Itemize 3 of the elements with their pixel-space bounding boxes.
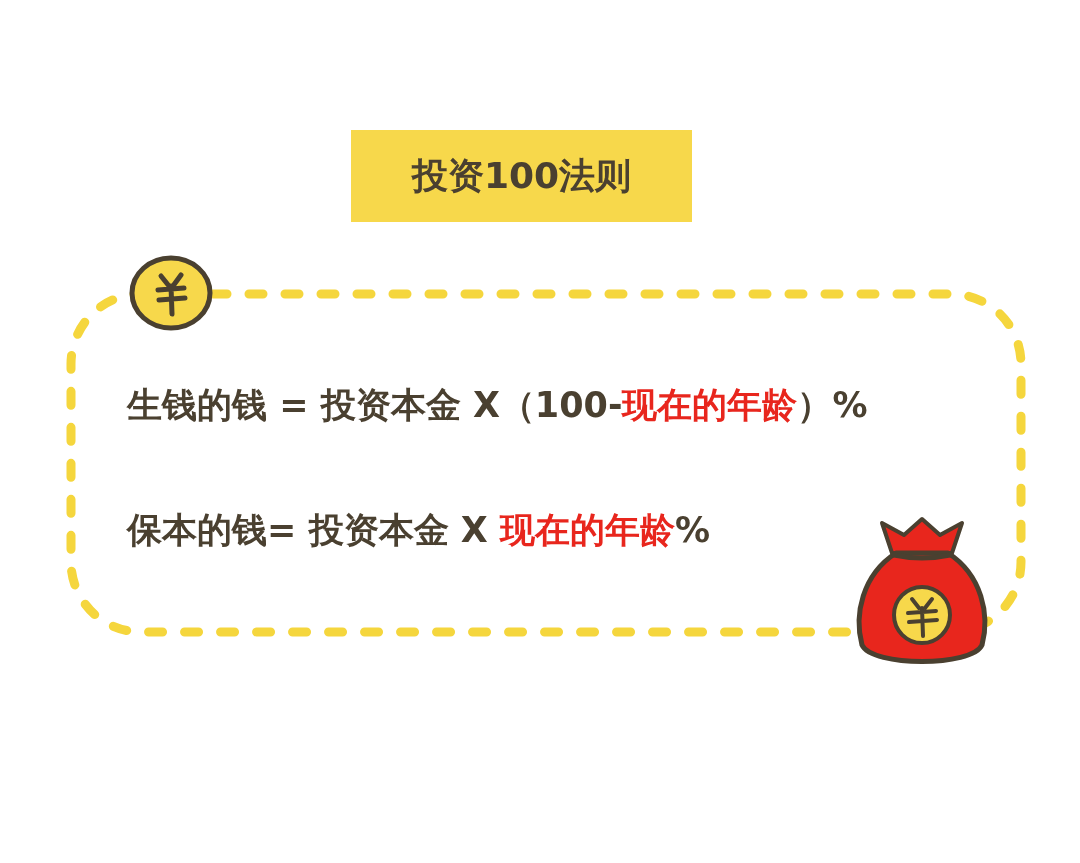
formula-text: 生钱的钱 = 投资本金 X（100-现在的年龄）% bbox=[127, 384, 868, 427]
formula-text: 保本的钱= 投资本金 X 现在的年龄% bbox=[127, 509, 710, 552]
title-banner: 投资100法则 bbox=[351, 130, 692, 222]
